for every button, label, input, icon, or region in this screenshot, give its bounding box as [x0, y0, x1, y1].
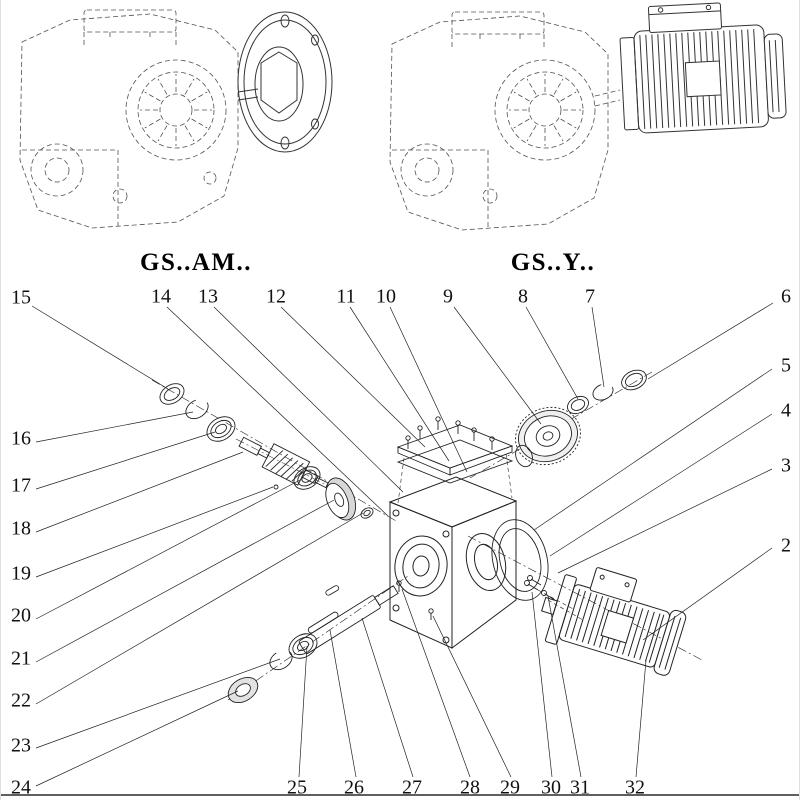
callout-30: 30	[541, 776, 561, 799]
part-bearing-17	[206, 416, 236, 442]
model-label-gs-am: GS..AM..	[140, 249, 252, 276]
callout-15: 15	[11, 286, 31, 309]
callout-14: 14	[151, 285, 171, 308]
callout-4: 4	[781, 399, 791, 422]
part-worm-shaft-18	[235, 436, 333, 489]
part-circlip-7	[592, 383, 614, 401]
drawing-gs-y	[389, 2, 787, 231]
drawing-gs-am	[19, 9, 333, 229]
center-axes	[151, 371, 703, 701]
model-label-gs-y: GS..Y..	[510, 249, 596, 276]
part-screws-28-29	[396, 580, 434, 620]
callout-10: 10	[376, 285, 396, 308]
part-pin-19	[273, 484, 279, 490]
callout-6: 6	[781, 285, 791, 308]
callout-31: 31	[570, 776, 590, 799]
part-bearing-25	[288, 633, 318, 659]
callout-8: 8	[518, 285, 528, 308]
callout-23: 23	[11, 734, 31, 757]
callout-24: 24	[11, 776, 31, 799]
part-worm-wheel-21	[325, 477, 357, 521]
output-flange-left	[237, 11, 333, 153]
callout-27: 27	[402, 776, 422, 799]
callout-3: 3	[781, 454, 791, 477]
callout-11: 11	[336, 285, 356, 308]
part-circlip-16	[185, 398, 209, 420]
part-ring-8	[567, 395, 589, 415]
leader-lines	[31, 302, 774, 787]
callout-32: 32	[625, 776, 645, 799]
callout-28: 28	[460, 776, 480, 799]
part-cover-and-screws	[396, 416, 514, 504]
gearbox-housing-phantom-left	[19, 9, 239, 229]
part-seal-ring-15	[159, 383, 185, 405]
gearbox-housing-phantom-right	[389, 11, 621, 231]
callout-25: 25	[287, 776, 307, 799]
part-ring-6	[621, 369, 647, 391]
callout-26: 26	[344, 776, 364, 799]
part-motor-2	[541, 567, 687, 676]
exploded-view	[151, 369, 703, 704]
callout-5: 5	[781, 354, 791, 377]
part-output-shaft-27	[298, 585, 399, 654]
part-gear-hub	[515, 444, 533, 468]
callout-13: 13	[198, 285, 218, 308]
part-bearing-20	[293, 466, 321, 490]
motor-top-right	[619, 2, 787, 134]
callout-29: 29	[500, 776, 520, 799]
part-bolts-30-31	[524, 575, 584, 621]
callout-21: 21	[11, 647, 31, 670]
part-circlip-23	[269, 649, 293, 671]
callout-22: 22	[11, 689, 31, 712]
part-ring-22	[360, 507, 374, 519]
callout-19: 19	[11, 562, 31, 585]
callout-7: 7	[585, 285, 595, 308]
part-gear-9	[515, 406, 581, 466]
part-washer-24	[227, 676, 259, 704]
callout-18: 18	[11, 517, 31, 540]
callout-2: 2	[781, 534, 791, 557]
part-adapter-flange-5	[491, 519, 549, 601]
callout-16: 16	[11, 427, 31, 450]
callout-17: 17	[11, 474, 31, 497]
callout-20: 20	[11, 604, 31, 627]
callout-9: 9	[443, 285, 453, 308]
part-key-26	[325, 585, 340, 596]
part-housing	[388, 476, 518, 649]
callout-12: 12	[266, 285, 286, 308]
